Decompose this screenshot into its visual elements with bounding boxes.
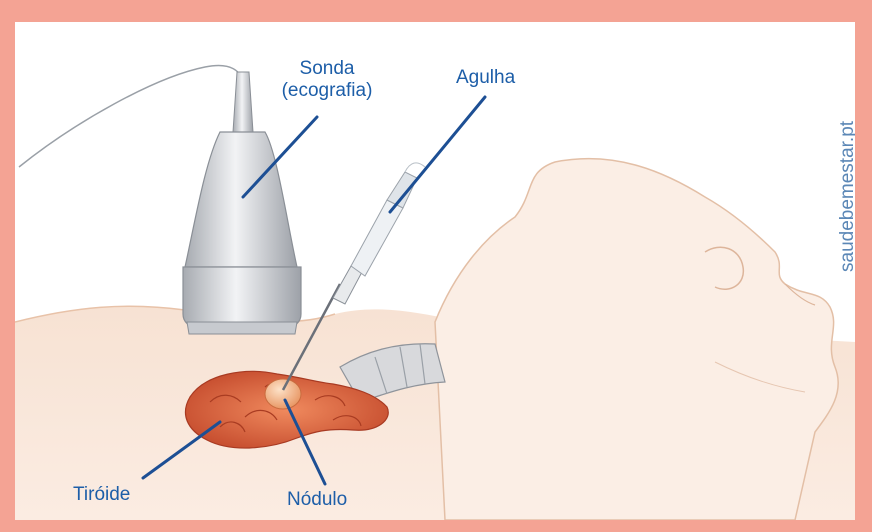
leader-agulha <box>390 97 485 212</box>
label-probe: Sonda (ecografia) <box>267 58 387 102</box>
nodule <box>265 379 301 409</box>
head-profile <box>435 159 838 520</box>
label-probe-line1: Sonda <box>267 58 387 80</box>
watermark: saudebemestar.pt <box>837 121 855 272</box>
label-thyroid: Tiróide <box>73 484 130 506</box>
ultrasound-probe <box>19 66 301 334</box>
label-nodule: Nódulo <box>287 489 347 511</box>
illustration-panel: Sonda (ecografia) Agulha Tiróide Nódulo … <box>15 22 855 520</box>
label-needle: Agulha <box>456 67 515 89</box>
label-probe-line2: (ecografia) <box>267 80 387 102</box>
medical-illustration <box>15 22 855 520</box>
